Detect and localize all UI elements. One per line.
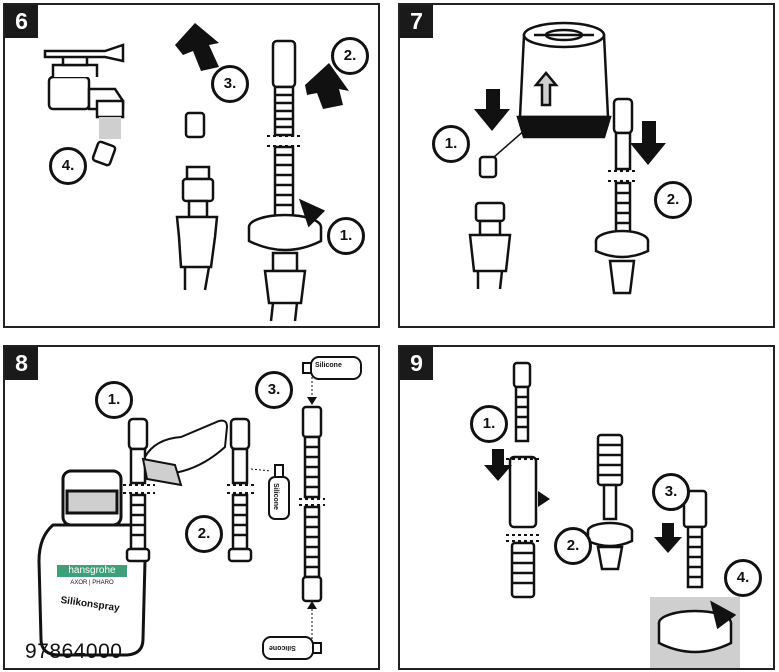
arrow-icon [307,601,317,609]
spray-bottle-icon [37,469,147,657]
filter-icon [516,21,612,139]
panel-9: 9 [398,345,775,670]
step-3-badge: 3. [211,65,249,103]
hose-icon [586,433,634,571]
tap-icon [43,43,125,119]
step-3-badge: 3. [255,371,293,409]
step-2-badge: 2. [654,181,692,219]
step-1-badge: 1. [432,125,470,163]
hose-icon [594,97,650,295]
filter-icon [184,111,206,139]
panel-number: 6 [5,5,38,38]
filter-icon [91,140,117,167]
silicone-bottle-label-middle: Silicone [271,483,279,510]
step-3-badge: 3. [652,473,690,511]
panel-number: 9 [400,347,433,380]
step-4-badge: 4. [49,147,87,185]
step-2-badge: 2. [331,37,369,75]
arrow-icon [307,397,317,405]
spray-brand-label: hansgrohe [57,565,127,577]
step-1-badge: 1. [327,217,365,255]
water-stream [99,117,121,139]
hose-icon [508,361,538,599]
hand-icon [141,419,229,487]
step-2-badge: 2. [185,515,223,553]
arrow-icon [630,121,666,165]
panel-8: 8 [3,345,380,670]
filter-icon [478,155,498,179]
hose-icon [125,417,151,563]
silicone-bottle-label-bottom: Silicone [269,644,296,651]
panel-6-illustration [43,23,349,322]
rotate-arrow-icon [657,600,737,654]
panel-6: 6 [3,3,380,328]
rotate-arrow-icon [247,198,326,252]
panel-number: 7 [400,5,433,38]
panel-number: 8 [5,347,38,380]
hose-icon [227,417,253,563]
arrow-icon [474,89,510,131]
step-4-badge: 4. [724,559,762,597]
hose-icon [263,251,307,322]
rotate-arrow-icon [538,491,550,507]
step-1-badge: 1. [470,405,508,443]
spray-sub-brands: AXOR | PHARO [70,580,114,586]
part-number: 97864000 [25,640,123,663]
step-1-badge: 1. [95,381,133,419]
panel-7-illustration [468,21,666,295]
hose-icon [682,489,708,589]
hose-icon [301,405,323,603]
hose-icon [468,201,512,290]
step-2-badge: 2. [554,527,592,565]
panel-7: 7 [398,3,775,328]
arrow-icon [654,523,682,553]
spray-bottle-icon [262,356,362,660]
panel-9-illustration [484,361,740,668]
arrow-icon [175,23,219,71]
spray-bottle-icon [268,464,290,520]
panel-8-illustration [37,356,362,660]
hose-icon [271,39,297,219]
silicone-bottle-label-top: Silicone [315,362,342,369]
arrow-icon [305,63,349,109]
arrow-icon [484,449,512,481]
hose-icon [175,165,219,291]
